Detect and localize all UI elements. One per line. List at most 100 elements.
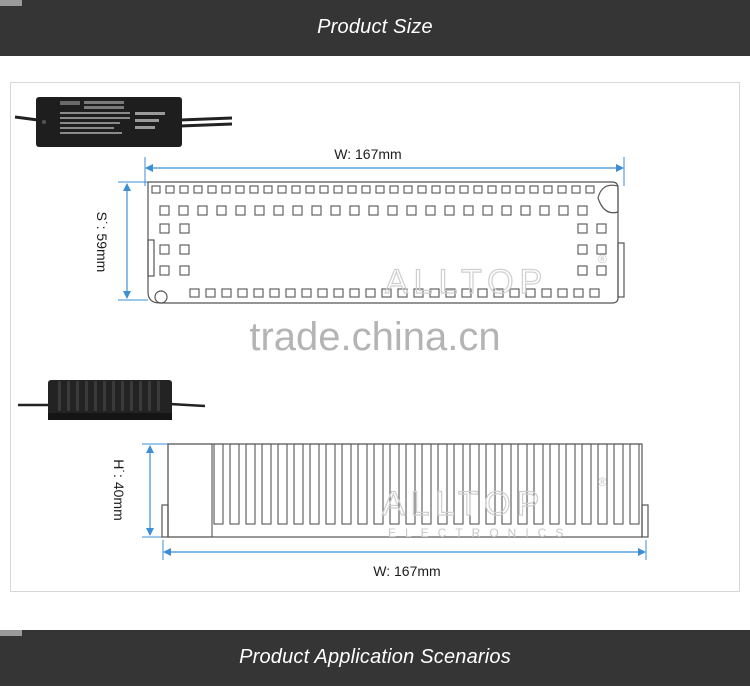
- brand-subtitle-watermark: ELECTRONICS: [388, 526, 572, 540]
- vent-hole: [237, 288, 248, 298]
- fin: [67, 381, 70, 411]
- vent-hole: [349, 205, 360, 216]
- vent-hole: [216, 205, 227, 216]
- vent-hole: [179, 265, 190, 276]
- vent-hole: [277, 185, 287, 194]
- vent-hole: [319, 185, 329, 194]
- vent-hole: [269, 288, 280, 298]
- vent-hole: [389, 185, 399, 194]
- driver-top-view-outline: [147, 181, 625, 304]
- vent-hole: [254, 205, 265, 216]
- fin: [148, 381, 151, 411]
- side-height-dimension: H˙: 40mm: [111, 443, 168, 538]
- fin: [565, 443, 576, 525]
- vent-hole: [539, 205, 550, 216]
- vent-hole: [501, 205, 512, 216]
- fin: [245, 443, 256, 525]
- vent-hole: [317, 288, 328, 298]
- top-side-label: S˙: 59mm: [94, 212, 110, 273]
- vent-hole: [589, 288, 600, 298]
- vent-hole: [221, 288, 232, 298]
- side-height-label: H˙: 40mm: [111, 459, 127, 520]
- fin: [261, 443, 272, 525]
- vent-hole: [375, 185, 385, 194]
- registered-mark-side: ®: [598, 475, 607, 489]
- vent-hole: [445, 288, 456, 298]
- driver-side-photo: [18, 380, 206, 420]
- vent-hole: [333, 288, 344, 298]
- fin: [229, 443, 240, 525]
- vent-hole: [406, 205, 417, 216]
- vent-hole: [207, 185, 217, 194]
- vent-hole: [577, 223, 588, 234]
- vent-hole: [425, 205, 436, 216]
- vent-hole: [573, 288, 584, 298]
- vent-hole: [482, 205, 493, 216]
- vent-hole: [285, 288, 296, 298]
- fin: [421, 443, 432, 525]
- vent-hole: [585, 185, 595, 194]
- vent-hole: [463, 205, 474, 216]
- vent-hole: [197, 205, 208, 216]
- vent-hole: [577, 205, 588, 216]
- fin: [405, 443, 416, 525]
- fin: [76, 381, 79, 411]
- vent-hole: [541, 288, 552, 298]
- vent-hole: [477, 288, 488, 298]
- vent-hole: [529, 185, 539, 194]
- vent-hole: [292, 205, 303, 216]
- vent-hole: [596, 223, 607, 234]
- vent-hole: [413, 288, 424, 298]
- vent-hole: [273, 205, 284, 216]
- fin: [373, 443, 384, 525]
- fin: [501, 443, 512, 525]
- vent-hole: [159, 223, 170, 234]
- vent-hole: [431, 185, 441, 194]
- vent-hole: [151, 185, 161, 194]
- fin: [517, 443, 528, 525]
- fin: [325, 443, 336, 525]
- vent-hole: [333, 185, 343, 194]
- side-width-dimension: W: 167mm: [162, 540, 647, 579]
- vent-hole: [429, 288, 440, 298]
- banner-corner-accent: [0, 0, 22, 6]
- vent-hole: [445, 185, 455, 194]
- fin: [357, 443, 368, 525]
- vent-hole: [368, 205, 379, 216]
- fin: [469, 443, 480, 525]
- vent-hole: [235, 205, 246, 216]
- side-width-label: W: 167mm: [373, 563, 440, 579]
- driver-top-photo: [14, 97, 233, 147]
- fin: [157, 381, 160, 411]
- fin: [613, 443, 624, 525]
- fin: [277, 443, 288, 525]
- vent-hole: [577, 244, 588, 255]
- fin: [85, 381, 88, 411]
- vent-hole: [179, 223, 190, 234]
- vent-hole: [221, 185, 231, 194]
- top-side-dimension: S˙: 59mm: [94, 181, 148, 301]
- vent-hole: [577, 265, 588, 276]
- fin: [309, 443, 320, 525]
- side-photo-fins: [58, 381, 160, 411]
- fin: [485, 443, 496, 525]
- fin: [130, 381, 133, 411]
- header-banner: Product Size: [0, 0, 750, 56]
- top-view-vent-holes: [151, 185, 607, 298]
- vent-hole: [381, 288, 392, 298]
- vent-hole: [193, 185, 203, 194]
- vent-hole: [543, 185, 553, 194]
- vent-hole: [159, 265, 170, 276]
- vent-hole: [301, 288, 312, 298]
- vent-hole: [493, 288, 504, 298]
- vent-hole: [365, 288, 376, 298]
- vent-hole: [403, 185, 413, 194]
- vent-hole: [459, 185, 469, 194]
- brand-watermark-top: ALLTOP: [385, 263, 548, 301]
- vent-hole: [253, 288, 264, 298]
- vent-hole: [305, 185, 315, 194]
- vent-hole: [159, 205, 170, 216]
- fin: [533, 443, 544, 525]
- vent-hole: [487, 185, 497, 194]
